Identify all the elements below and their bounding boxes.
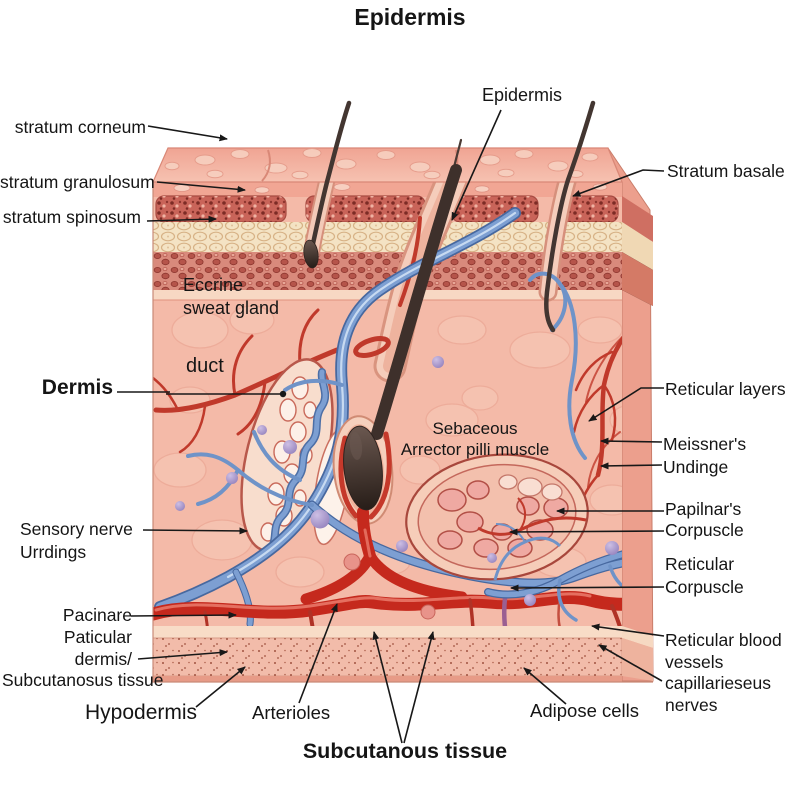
leader-hypodermis [195,666,246,708]
label-reticular-corpuscle-line2: Corpuscle [665,576,744,597]
label-sensory-nerve: Sensory nerve Urrdings [20,518,133,563]
label-meissners-line1: Meissner's [663,434,747,454]
label-reticular-corpuscle: Reticular Corpuscle [665,553,744,598]
label-sebaceous-line2: Arrector pilli muscle [400,440,550,459]
vein-net-bottom-right [484,550,622,622]
label-pacinare-line4: Subcutanosus tissue [2,670,164,691]
label-subcutanous-tissue: Subcutanous tissue [302,739,508,763]
label-reticular-blood-line1: Reticular blood [665,630,782,650]
label-epidermis: Epidermis [482,85,563,105]
label-eccrine-line1: Eccrine [183,275,244,295]
label-sensory-line1: Sensory nerve [20,519,133,539]
label-stratum-basale: Stratum basale [667,161,785,181]
cell-spheres [175,356,619,620]
leader-subcutanous-right [403,631,435,744]
leader-arterioles [298,603,338,704]
leader-lines [117,109,665,744]
label-meissners-line2: Undinge [663,456,729,477]
leader-reticular-layers [588,387,664,422]
skin-block [152,100,654,683]
label-capillaries-line2: nerves [665,694,718,715]
label-papilnars-line1: Papilnar's [665,499,742,519]
label-sebaceous-arrector: Sebaceous Arrector pilli muscle [380,418,570,460]
leader-undinge [600,462,663,470]
leader-capillaries [598,644,663,682]
leader-epidermis [451,109,502,221]
label-sensory-line2: Urrdings [20,541,87,562]
leader-dermis-subcut [137,649,228,660]
diagram-title: Epidermis [354,4,466,30]
arrector-pili-ring [353,336,391,358]
leader-stratum-spinosum [146,215,217,223]
label-duct: duct [186,355,224,377]
label-pacinare-line3: dermis/ [74,648,132,669]
label-papilnars-line2: Corpuscle [665,520,744,540]
leader-pacinare [130,611,237,619]
label-dermis: Dermis [41,376,113,399]
leader-sensory-nerve [142,527,248,535]
leader-reticular-blood [591,623,665,637]
leader-subcutanous-left [372,631,403,744]
leader-adipose [523,667,567,705]
label-capillaries-line1: capillarieseus [665,673,772,693]
subcutaneous-layer [153,626,622,682]
label-pacinare-block: Pacinare Paticular dermis/ Subcutanosus … [2,605,164,692]
block-outline [152,180,653,683]
label-stratum-spinosum: stratum spinosum [2,207,141,227]
label-reticular-blood-line2: vessels [665,652,724,672]
label-reticular-layers: Reticular layers [665,379,786,399]
label-eccrine-line2: sweat gland [183,298,280,318]
skin-top-surface [152,147,623,183]
label-hypodermis: Hypodermis [85,701,198,724]
sebaceous-gland-corpuscle [405,453,589,581]
leader-stratum-granulosum [156,181,246,193]
leader-corpuscle-1 [509,528,665,536]
label-capillaries-nerves: capillarieseus nerves [665,673,771,716]
label-pacinare-line2: Paticular [63,626,132,647]
leader-stratum-corneum [147,125,228,142]
leader-meissners [600,437,663,445]
stratum-granulosum-band [155,195,619,223]
leader-reticular-corpuscle [510,584,665,592]
label-papilnars-corpuscle: Papilnar's Corpuscle [665,499,744,541]
label-reticular-blood-vessels: Reticular blood vessels [665,629,782,673]
epidermis-layers [153,180,622,682]
arteries-main [153,506,622,621]
label-adipose-cells: Adipose cells [530,700,640,721]
skin-block-right-face [607,147,654,682]
leader-stratum-basale [572,169,665,197]
label-arterioles: Arterioles [252,702,331,723]
label-reticular-corpuscle-line1: Reticular [665,554,735,574]
stratum-spinosum-band [153,222,622,252]
label-eccrine-sweat-gland: Eccrine sweat gland [183,274,279,320]
label-sebaceous-line1: Sebaceous [432,419,518,438]
label-pacinare-line1: Pacinare [62,605,132,625]
label-stratum-corneum: stratum corneum [14,117,146,137]
arteriole-tree-right [572,335,622,524]
label-stratum-granulosum: stratum granulosum [0,172,155,192]
hair-shafts [303,100,596,511]
label-meissners-undinge: Meissner's Undinge [663,433,746,478]
hair-bulb-small [303,239,319,269]
